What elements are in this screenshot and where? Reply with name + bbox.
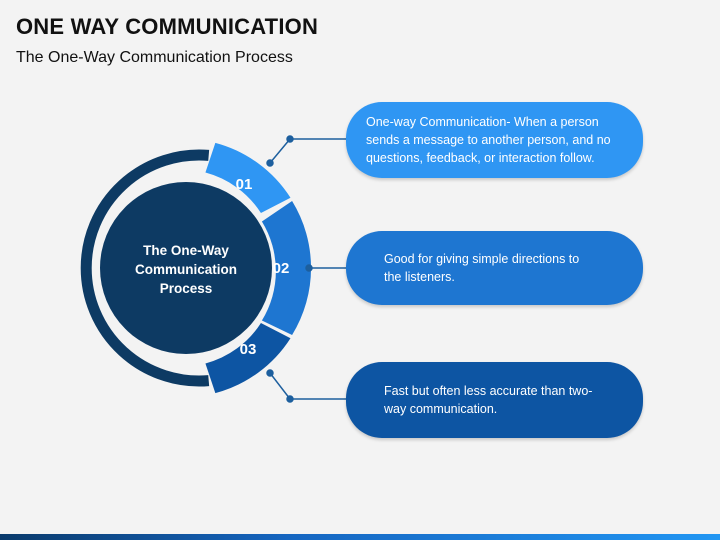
segment-01	[205, 142, 291, 214]
outer-ring	[80, 149, 210, 387]
step-card-03: Fast but often less accurate than two-wa…	[346, 362, 643, 438]
connector-03	[266, 369, 346, 403]
segment-02	[261, 201, 312, 335]
step-card-02: Good for giving simple directions to the…	[346, 231, 643, 305]
segment-03	[205, 322, 291, 394]
step-card-01: One-way Communication- When a person sen…	[346, 102, 643, 178]
center-circle	[100, 182, 272, 354]
step-text-03: Fast but often less accurate than two-wa…	[384, 384, 593, 416]
step-number-01: 01	[235, 176, 253, 193]
step-text-02: Good for giving simple directions to the…	[384, 252, 580, 284]
center-label: The One-Way Communication Process	[134, 243, 237, 296]
page-subtitle: The One-Way Communication Process	[16, 49, 293, 66]
bottom-accent-bar	[0, 534, 720, 540]
step-number-03: 03	[239, 341, 257, 358]
connector-02	[305, 264, 346, 272]
connector-01	[266, 135, 346, 167]
step-text-01: One-way Communication- When a person sen…	[366, 115, 611, 165]
step-number-02: 02	[272, 260, 290, 277]
page-title: ONE WAY COMMUNICATION	[16, 14, 319, 39]
